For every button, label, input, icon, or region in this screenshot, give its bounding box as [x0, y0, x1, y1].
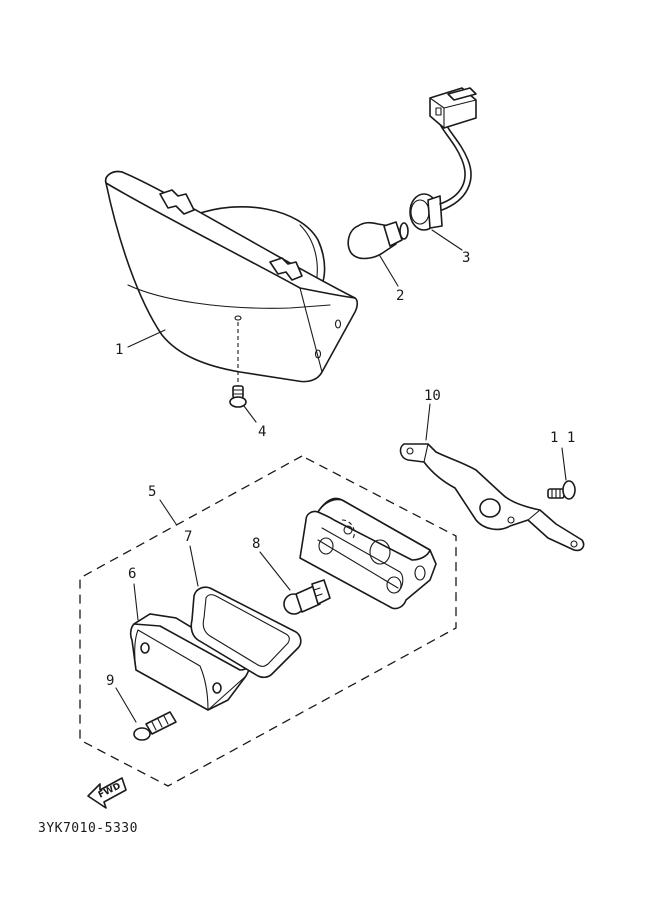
- callout-5: 5: [148, 484, 156, 500]
- fwd-direction-marker: FWD: [87, 777, 127, 809]
- leader-10: [425, 403, 431, 441]
- leader-1: [127, 329, 166, 348]
- license-light-base: [299, 497, 437, 610]
- arrow-left-icon: [87, 777, 127, 809]
- leader-3: [431, 229, 463, 251]
- gasket-7: [190, 586, 302, 679]
- leader-5: [159, 499, 177, 525]
- callout-7: 7: [184, 529, 192, 545]
- leader-9: [115, 687, 137, 723]
- bolt-11: [547, 480, 576, 500]
- leader-4: [243, 405, 257, 423]
- assembly-5-boundary: [79, 455, 457, 787]
- screw-4: [229, 385, 247, 408]
- bulb-8: [283, 579, 331, 615]
- callout-11: 1 1: [550, 430, 575, 446]
- callout-4: 4: [258, 424, 266, 440]
- callout-9: 9: [106, 673, 114, 689]
- callout-10: 10: [424, 388, 441, 404]
- callout-3: 3: [462, 250, 470, 266]
- callout-2: 2: [396, 288, 404, 304]
- tail-light-housing: [104, 170, 359, 383]
- callout-8: 8: [252, 536, 260, 552]
- leader-7: [189, 545, 199, 587]
- leader-8: [259, 551, 291, 591]
- screw-9: [133, 711, 177, 741]
- socket-harness-3: [409, 87, 477, 231]
- leader-11: [561, 447, 567, 481]
- drawing-code: 3YK7010-5330: [38, 821, 138, 836]
- bulb-2: [347, 221, 409, 260]
- leader-2: [379, 255, 399, 287]
- leader-6: [133, 583, 139, 621]
- callout-1: 1: [115, 342, 123, 358]
- callout-6: 6: [128, 566, 136, 582]
- bracket-10: [399, 443, 585, 552]
